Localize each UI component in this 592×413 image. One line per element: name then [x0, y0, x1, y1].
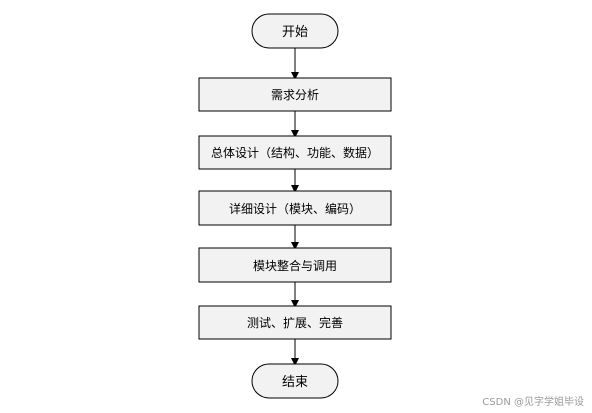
process-step-3: 详细设计（模块、编码）: [198, 190, 392, 226]
process-step-4: 模块整合与调用: [198, 247, 392, 283]
end-label: 结束: [282, 375, 308, 390]
watermark-text: CSDN @见字学姐毕设: [482, 397, 584, 408]
step-label: 需求分析: [271, 88, 319, 102]
end-terminal: 结束: [251, 363, 339, 399]
process-step-5: 测试、扩展、完善: [198, 305, 392, 340]
process-step-1: 需求分析: [198, 77, 392, 112]
step-label: 测试、扩展、完善: [247, 315, 343, 330]
step-label: 详细设计（模块、编码）: [229, 201, 361, 216]
start-terminal: 开始: [251, 13, 339, 49]
step-label: 总体设计（结构、功能、数据）: [211, 145, 379, 160]
step-label: 模块整合与调用: [253, 258, 337, 273]
start-label: 开始: [282, 25, 308, 40]
process-step-2: 总体设计（结构、功能、数据）: [198, 135, 392, 170]
